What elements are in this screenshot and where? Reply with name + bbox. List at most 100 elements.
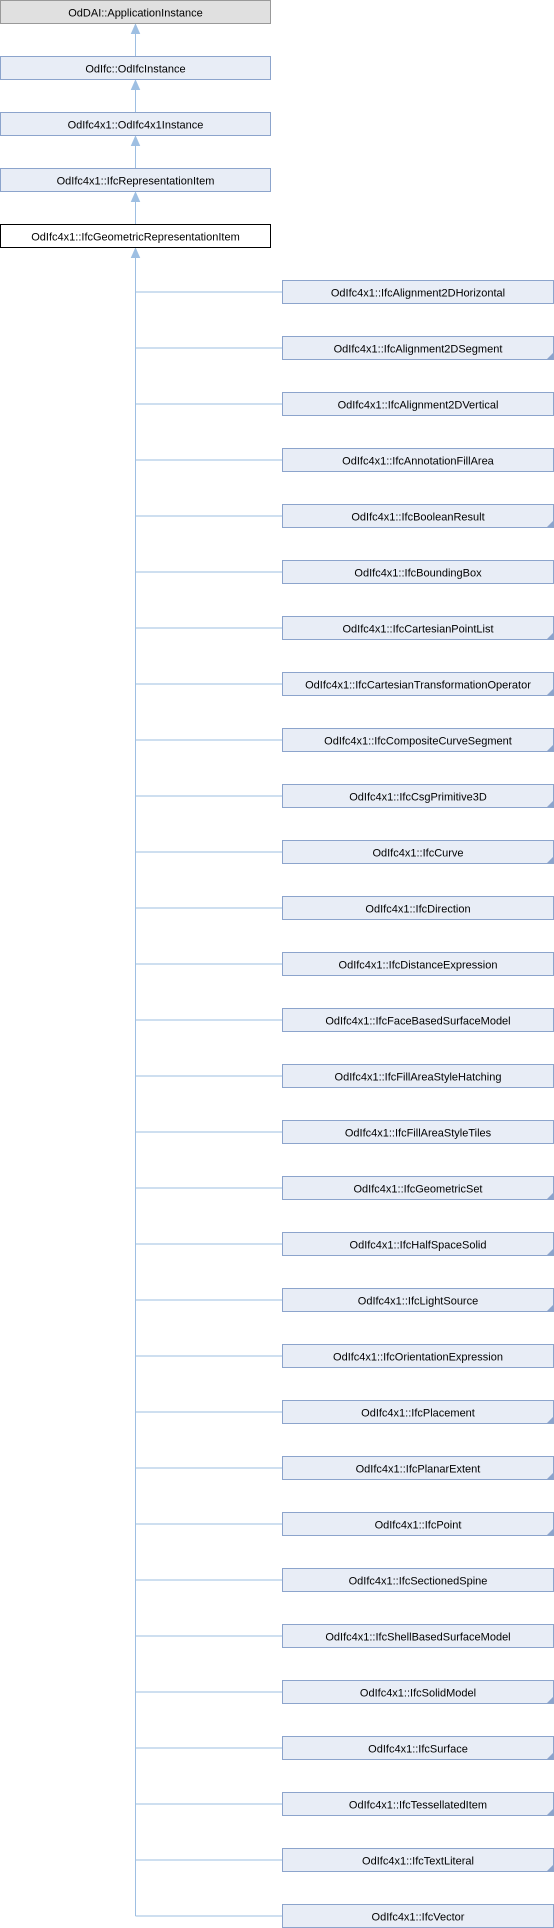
class-node-ifc-composite-curve-segment[interactable]: OdIfc4x1::IfcCompositeCurveSegment — [282, 728, 554, 752]
class-node-label: OdIfc4x1::IfcPlacement — [361, 1408, 475, 1420]
class-node-ifc-orientation-expression[interactable]: OdIfc4x1::IfcOrientationExpression — [282, 1344, 554, 1368]
class-node-ifc-point[interactable]: OdIfc4x1::IfcPoint — [282, 1512, 554, 1536]
class-node-ifc-bounding-box[interactable]: OdIfc4x1::IfcBoundingBox — [282, 560, 554, 584]
has-subclasses-marker — [546, 632, 554, 640]
has-subclasses-marker — [546, 352, 554, 360]
class-node-label: OdIfc4x1::IfcTessellatedItem — [349, 1800, 487, 1812]
has-subclasses-marker — [546, 1192, 554, 1200]
has-subclasses-marker — [546, 1808, 554, 1816]
class-node-label: OdIfc4x1::IfcShellBasedSurfaceModel — [325, 1632, 510, 1644]
inheritance-arrow — [130, 79, 141, 90]
class-node-box — [0, 112, 271, 136]
class-node-ifc-planar-extent[interactable]: OdIfc4x1::IfcPlanarExtent — [282, 1456, 554, 1480]
class-node-label: OdIfc4x1::OdIfc4x1Instance — [68, 120, 204, 132]
has-subclasses-marker — [546, 1696, 554, 1704]
class-node-label: OdIfc4x1::IfcCompositeCurveSegment — [324, 736, 512, 748]
class-node-ifc-sectioned-spine[interactable]: OdIfc4x1::IfcSectionedSpine — [282, 1568, 554, 1592]
class-node-box — [0, 168, 271, 192]
has-subclasses-marker — [546, 1528, 554, 1536]
class-node-ifc-alignment2-dhorizontal[interactable]: OdIfc4x1::IfcAlignment2DHorizontal — [282, 280, 554, 304]
class-node-label: OdIfc4x1::IfcOrientationExpression — [333, 1352, 503, 1364]
class-node-label: OdIfc4x1::IfcCurve — [372, 848, 463, 860]
class-node-label: OdIfc4x1::IfcGeometricRepresentationItem — [31, 232, 239, 244]
class-node-ifc-solid-model[interactable]: OdIfc4x1::IfcSolidModel — [282, 1680, 554, 1704]
class-node-ifc-curve[interactable]: OdIfc4x1::IfcCurve — [282, 840, 554, 864]
class-node-ifc-boolean-result[interactable]: OdIfc4x1::IfcBooleanResult — [282, 504, 554, 528]
class-node-ifc-cartesian-transformation-operator[interactable]: OdIfc4x1::IfcCartesianTransformationOper… — [282, 672, 554, 696]
class-node-label: OdIfc4x1::IfcFillAreaStyleHatching — [335, 1072, 502, 1084]
class-node-label: OdIfc4x1::IfcCartesianTransformationOper… — [305, 680, 531, 692]
class-node-ifc-cartesian-point-list[interactable]: OdIfc4x1::IfcCartesianPointList — [282, 616, 554, 640]
class-node-ifc-alignment2-dvertical[interactable]: OdIfc4x1::IfcAlignment2DVertical — [282, 392, 554, 416]
inheritance-arrow — [130, 191, 141, 202]
class-node-label: OdIfc4x1::IfcDirection — [365, 904, 470, 916]
class-node-label: OdIfc4x1::IfcSurface — [368, 1744, 468, 1756]
class-node-label: OdIfc4x1::IfcGeometricSet — [354, 1184, 483, 1196]
class-node-label: OdIfc4x1::IfcLightSource — [358, 1296, 478, 1308]
class-node-label: OdIfc4x1::IfcAlignment2DSegment — [334, 344, 503, 356]
class-node-ifc-geometric-set[interactable]: OdIfc4x1::IfcGeometricSet — [282, 1176, 554, 1200]
class-node-label: OdIfc4x1::IfcPoint — [375, 1520, 462, 1532]
class-node-ifc-distance-expression[interactable]: OdIfc4x1::IfcDistanceExpression — [282, 952, 554, 976]
class-node-ifc-fill-area-style-hatching[interactable]: OdIfc4x1::IfcFillAreaStyleHatching — [282, 1064, 554, 1088]
class-node-ifc-surface[interactable]: OdIfc4x1::IfcSurface — [282, 1736, 554, 1760]
has-subclasses-marker — [546, 1304, 554, 1312]
class-node-ifc-tessellated-item[interactable]: OdIfc4x1::IfcTessellatedItem — [282, 1792, 554, 1816]
class-node-label: OdIfc4x1::IfcRepresentationItem — [57, 176, 215, 188]
class-node-label: OdIfc4x1::IfcBoundingBox — [354, 568, 482, 580]
class-node-ifc-placement[interactable]: OdIfc4x1::IfcPlacement — [282, 1400, 554, 1424]
class-node-label: OdIfc4x1::IfcSectionedSpine — [349, 1576, 488, 1588]
class-node-ifc-direction[interactable]: OdIfc4x1::IfcDirection — [282, 896, 554, 920]
has-subclasses-marker — [546, 1472, 554, 1480]
has-subclasses-marker — [546, 856, 554, 864]
class-node-od-ifc-instance[interactable]: OdIfc::OdIfcInstance — [0, 56, 271, 80]
class-node-box — [0, 0, 271, 24]
class-node-label: OdIfc::OdIfcInstance — [85, 64, 185, 76]
has-subclasses-marker — [546, 744, 554, 752]
class-node-ifc-representation-item[interactable]: OdIfc4x1::IfcRepresentationItem — [0, 168, 271, 192]
class-node-label: OdIfc4x1::IfcSolidModel — [360, 1688, 476, 1700]
class-node-ifc-fill-area-style-tiles[interactable]: OdIfc4x1::IfcFillAreaStyleTiles — [282, 1120, 554, 1144]
has-subclasses-marker — [546, 1864, 554, 1872]
class-node-box — [0, 56, 271, 80]
class-node-od-ifc4x1-instance[interactable]: OdIfc4x1::OdIfc4x1Instance — [0, 112, 271, 136]
class-node-ifc-half-space-solid[interactable]: OdIfc4x1::IfcHalfSpaceSolid — [282, 1232, 554, 1256]
class-node-label: OdIfc4x1::IfcVector — [372, 1912, 465, 1924]
has-subclasses-marker — [546, 688, 554, 696]
class-node-ifc-geometric-representation-item: OdIfc4x1::IfcGeometricRepresentationItem — [0, 224, 271, 248]
class-node-ifc-csg-primitive3-d[interactable]: OdIfc4x1::IfcCsgPrimitive3D — [282, 784, 554, 808]
inheritance-edges — [130, 23, 283, 1917]
child-spine-arrow — [130, 247, 141, 258]
inheritance-arrow — [130, 23, 141, 34]
class-node-label: OdIfc4x1::IfcAnnotationFillArea — [342, 456, 495, 468]
class-node-label: OdIfc4x1::IfcBooleanResult — [351, 512, 484, 524]
class-node-ifc-text-literal[interactable]: OdIfc4x1::IfcTextLiteral — [282, 1848, 554, 1872]
class-node-application-instance[interactable]: OdDAI::ApplicationInstance — [0, 0, 271, 24]
has-subclasses-marker — [546, 1248, 554, 1256]
class-node-label: OdIfc4x1::IfcCsgPrimitive3D — [349, 792, 487, 804]
class-node-ifc-annotation-fill-area[interactable]: OdIfc4x1::IfcAnnotationFillArea — [282, 448, 554, 472]
inheritance-arrow — [130, 135, 141, 146]
class-node-ifc-alignment2-dsegment[interactable]: OdIfc4x1::IfcAlignment2DSegment — [282, 336, 554, 360]
class-node-label: OdIfc4x1::IfcAlignment2DHorizontal — [331, 288, 505, 300]
class-node-label: OdIfc4x1::IfcPlanarExtent — [356, 1464, 481, 1476]
class-node-label: OdIfc4x1::IfcCartesianPointList — [342, 624, 493, 636]
class-node-label: OdDAI::ApplicationInstance — [68, 8, 203, 20]
has-subclasses-marker — [546, 1752, 554, 1760]
class-node-ifc-light-source[interactable]: OdIfc4x1::IfcLightSource — [282, 1288, 554, 1312]
class-node-label: OdIfc4x1::IfcAlignment2DVertical — [338, 400, 499, 412]
has-subclasses-marker — [546, 1416, 554, 1424]
class-node-label: OdIfc4x1::IfcTextLiteral — [362, 1856, 474, 1868]
class-node-box — [0, 224, 271, 248]
has-subclasses-marker — [546, 800, 554, 808]
class-node-ifc-vector[interactable]: OdIfc4x1::IfcVector — [282, 1904, 554, 1928]
class-node-ifc-face-based-surface-model[interactable]: OdIfc4x1::IfcFaceBasedSurfaceModel — [282, 1008, 554, 1032]
class-node-label: OdIfc4x1::IfcFaceBasedSurfaceModel — [325, 1016, 510, 1028]
class-node-ifc-shell-based-surface-model[interactable]: OdIfc4x1::IfcShellBasedSurfaceModel — [282, 1624, 554, 1648]
has-subclasses-marker — [546, 520, 554, 528]
class-node-label: OdIfc4x1::IfcDistanceExpression — [339, 960, 498, 972]
class-node-label: OdIfc4x1::IfcHalfSpaceSolid — [350, 1240, 487, 1252]
class-node-label: OdIfc4x1::IfcFillAreaStyleTiles — [345, 1128, 492, 1140]
